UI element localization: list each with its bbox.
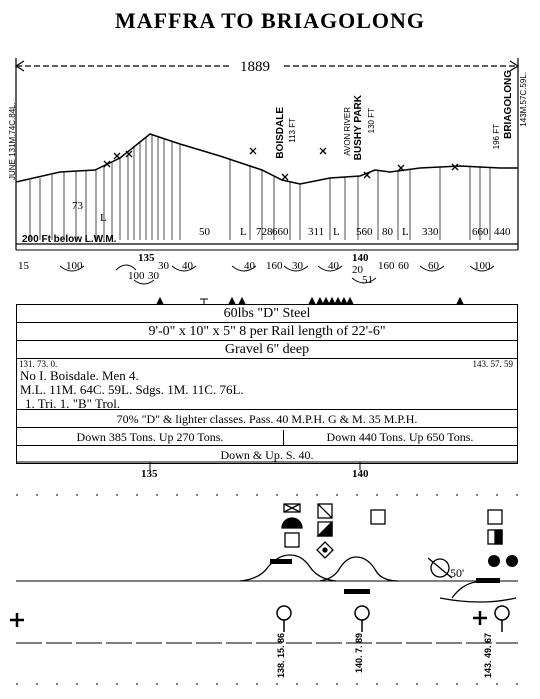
gradient-311: 311 xyxy=(308,226,325,238)
platforms xyxy=(270,559,500,594)
gradient-73: 73 xyxy=(72,200,83,212)
curve-30c: 30 xyxy=(292,260,303,272)
section-block: 131. 73. 0. 143. 57. 59 No I. Boisdale. … xyxy=(16,358,518,411)
section-line2: M.L. 11M. 64C. 59L. Sdgs. 1M. 11C. 76L. xyxy=(20,382,244,397)
loads-band: Down 385 Tons. Up 270 Tons. Down 440 Ton… xyxy=(16,427,518,446)
curve-40a: 40 xyxy=(182,260,193,272)
ground-profile xyxy=(15,133,518,185)
curve-140: 140 xyxy=(352,252,369,264)
section-end: 143. 57. 59 xyxy=(472,359,514,369)
gradient-728: 728 xyxy=(256,226,273,238)
section-line3: 1. Tri. 1. "B" Trol. xyxy=(25,396,121,411)
curve-100c: 100 xyxy=(474,260,491,272)
curve-60a: 60 xyxy=(398,260,409,272)
page-title: MAFFRA TO BRIAGOLONG xyxy=(114,8,426,33)
curve-symbols xyxy=(59,264,495,285)
gradient-330: 330 xyxy=(422,226,439,238)
layout-crosses xyxy=(10,611,487,627)
curve-60b: 60 xyxy=(428,260,439,272)
rail-band: 60lbs "D" Steel xyxy=(16,304,518,323)
gradient-L2: L xyxy=(240,226,247,238)
profile-crosses xyxy=(103,147,459,181)
building-symbols xyxy=(281,503,518,567)
gradient-440: 440 xyxy=(494,226,511,238)
curve-100b: 100 xyxy=(128,270,145,282)
milepost-135: 135 xyxy=(141,468,158,480)
curve-100a: 100 xyxy=(66,260,83,272)
gradient-L1: L xyxy=(100,212,107,224)
gradient-80: 80 xyxy=(382,226,393,238)
datum-label: 200 Ft below L.W.M. xyxy=(22,234,117,245)
curve-160: 160 xyxy=(266,260,283,272)
year-label: 1889 xyxy=(240,59,270,75)
curve-51: 51 xyxy=(362,274,373,286)
layout-rails xyxy=(16,494,518,685)
section-line1: No I. Boisdale. Men 4. xyxy=(20,368,139,383)
curve-20: 20 xyxy=(352,264,363,276)
year-arrow xyxy=(14,58,520,250)
loads-left: Down 385 Tons. Up 270 Tons. xyxy=(17,430,284,445)
loads-right: Down 440 Tons. Up 650 Tons. xyxy=(326,430,474,444)
gradient-L4: L xyxy=(402,226,409,238)
curve-15: 15 xyxy=(18,260,29,272)
curve-30a: 30 xyxy=(148,270,159,282)
mileage-140: 140. 7. 89 xyxy=(354,633,364,674)
curve-160b: 160 xyxy=(378,260,395,272)
turntable-label: 50' xyxy=(450,566,465,580)
section-start: 131. 73. 0. xyxy=(19,359,58,369)
mileage-138: 138. 15. 86 xyxy=(276,633,286,679)
gradient-50: 50 xyxy=(199,226,210,238)
curve-40b: 40 xyxy=(244,260,255,272)
profile-hatching xyxy=(29,135,491,240)
loop-tracks xyxy=(239,554,517,603)
signals-band: Down & Up. S. 40. xyxy=(16,445,518,464)
gradient-660b: 660 xyxy=(472,226,489,238)
speed-band: 70% "D" & lighter classes. Pass. 40 M.P.… xyxy=(16,409,518,428)
sleeper-band: 9'-0" x 10" x 5" 8 per Rail length of 22… xyxy=(16,322,518,341)
gradient-L3: L xyxy=(333,226,340,238)
signal-posts xyxy=(276,605,510,632)
gradient-660: 660 xyxy=(272,226,289,238)
curve-40c: 40 xyxy=(328,260,339,272)
milepost-140: 140 xyxy=(352,468,369,480)
gradient-560: 560 xyxy=(356,226,373,238)
curve-135: 135 xyxy=(138,252,155,264)
ballast-band: Gravel 6" deep xyxy=(16,340,518,359)
mileage-143: 143. 49. 67 xyxy=(483,633,493,679)
turntable-symbol xyxy=(427,557,453,579)
curve-30b: 30 xyxy=(158,260,169,272)
